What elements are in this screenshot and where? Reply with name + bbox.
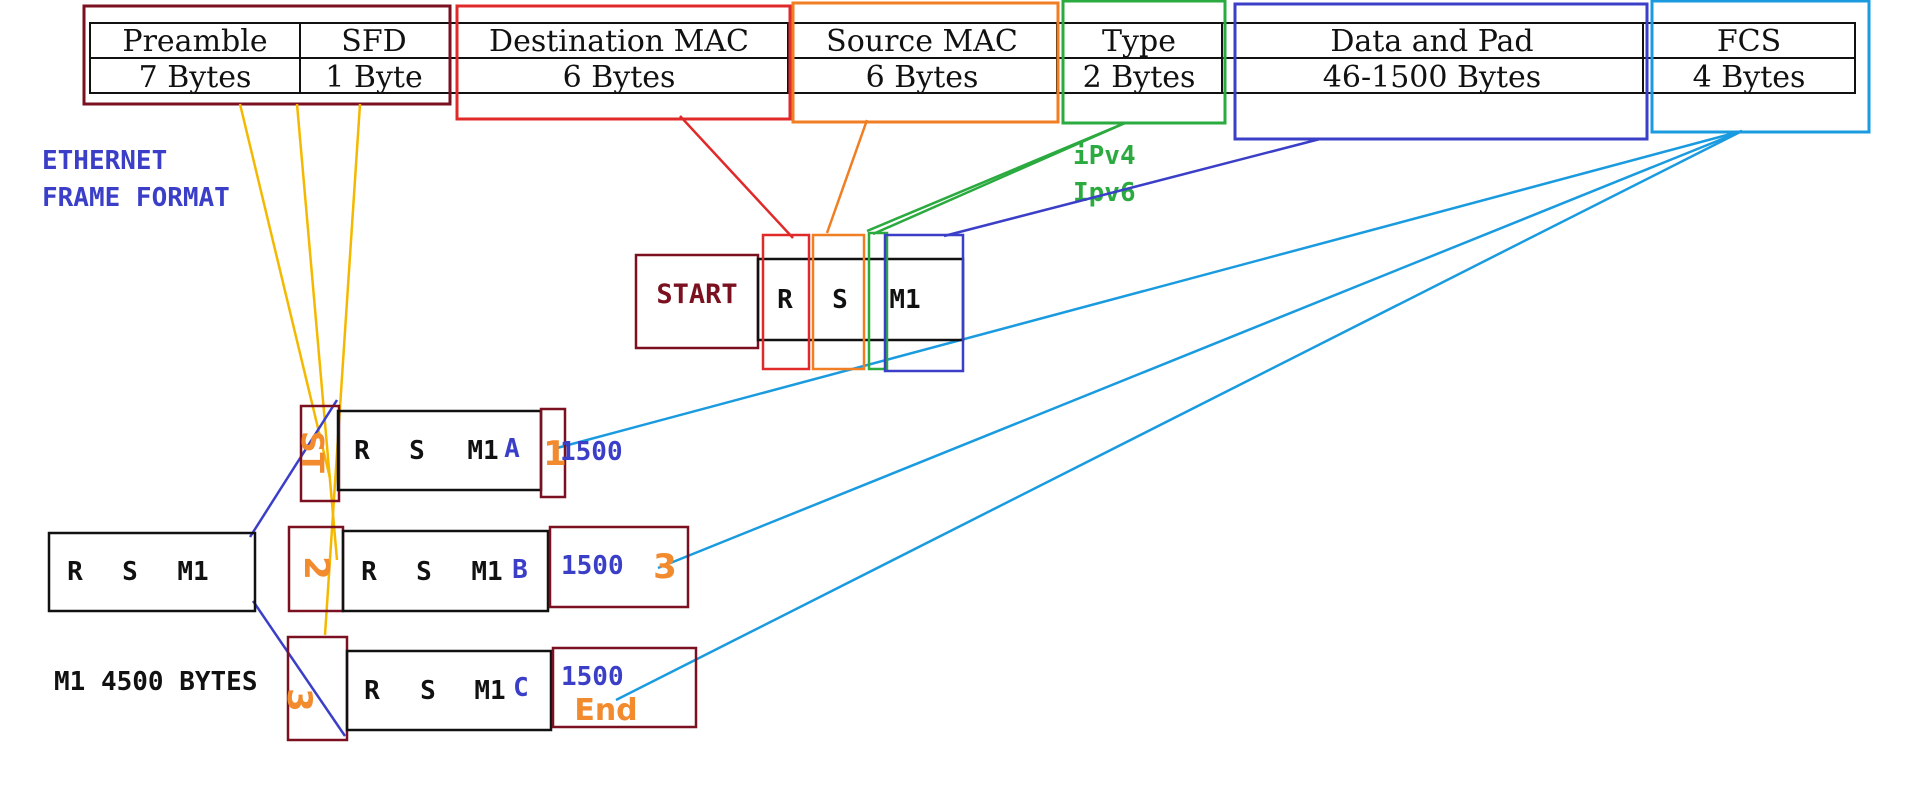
preamble-size: 7 Bytes [139,60,252,95]
frag-a-right-mark: 1 [543,434,567,474]
frag-c-right-mark: End [574,693,637,728]
frag-a-size: 1500 [560,437,623,467]
frag-b-m1: M1 [471,557,502,587]
sfd-label: SFD [341,24,406,59]
fcs-label: FCS [1717,24,1781,59]
frag-c-r: R [364,676,380,706]
frag-b-letter: B [512,555,528,585]
frag-a-r: R [354,436,370,466]
preamble-sfd-highlight [82,4,452,106]
type-highlight [1061,0,1227,125]
type-value-ipv6: Ipv6 [1073,178,1136,208]
original-packet: R S M1 M1 4500 BYTES [47,531,258,697]
orig-r: R [67,557,83,587]
frag-a-left-mark: ST [294,431,329,474]
frag-b-s: S [416,557,432,587]
frag-c-m1: M1 [474,676,505,706]
fragment-c: R S M1 C 1500 3 End [279,635,698,742]
frag-b-r: R [361,557,377,587]
frame-format-table: Preamble 7 Bytes SFD 1 Byte Destination … [89,22,1856,95]
orig-s: S [122,557,138,587]
frag-c-left-mark: 3 [279,688,319,712]
type-size: 2 Bytes [1083,60,1196,95]
orig-m1: M1 [177,557,208,587]
data-pad-label: Data and Pad [1330,24,1533,59]
field-highlights [82,0,1871,141]
start-s: S [832,285,848,315]
frag-c-letter: C [513,673,529,703]
src-mac-size: 6 Bytes [866,60,979,95]
type-label: Type [1102,24,1176,59]
frag-b-right-mark: 3 [653,547,677,587]
data-pad-size: 46-1500 Bytes [1323,60,1541,95]
src-mac-label: Source MAC [826,24,1018,59]
start-m1: M1 [889,285,920,315]
fcs-size: 4 Bytes [1693,60,1806,95]
preamble-label: Preamble [122,24,267,59]
diagram-title-line1: ETHERNET [42,146,167,176]
fcs-highlight [1650,0,1871,134]
dest-mac-label: Destination MAC [489,24,749,59]
frag-c-size: 1500 [561,662,624,692]
start-r: R [777,285,793,315]
dest-mac-highlight [455,4,792,121]
fragment-b: R S M1 B 1500 2 3 [287,525,690,613]
src-mac-highlight [791,1,1060,124]
frag-a-letter: A [504,434,520,464]
dest-mac-size: 6 Bytes [563,60,676,95]
sfd-size: 1 Byte [325,60,422,95]
orig-size-note: M1 4500 BYTES [54,667,258,697]
data-pad-highlight [1233,2,1649,141]
connector-lines [238,103,1743,737]
diagram-title-line2: FRAME FORMAT [42,183,230,213]
frag-b-size: 1500 [561,551,624,581]
frag-a-s: S [409,436,425,466]
start-packet: START R S M1 [634,231,965,373]
frag-c-s: S [420,676,436,706]
frag-a-m1: M1 [467,436,498,466]
frag-b-left-mark: 2 [296,556,336,580]
type-value-ipv4: iPv4 [1073,141,1136,171]
start-label: START [656,279,737,310]
fragment-a: R S M1 A 1500 ST 1 [294,404,623,503]
